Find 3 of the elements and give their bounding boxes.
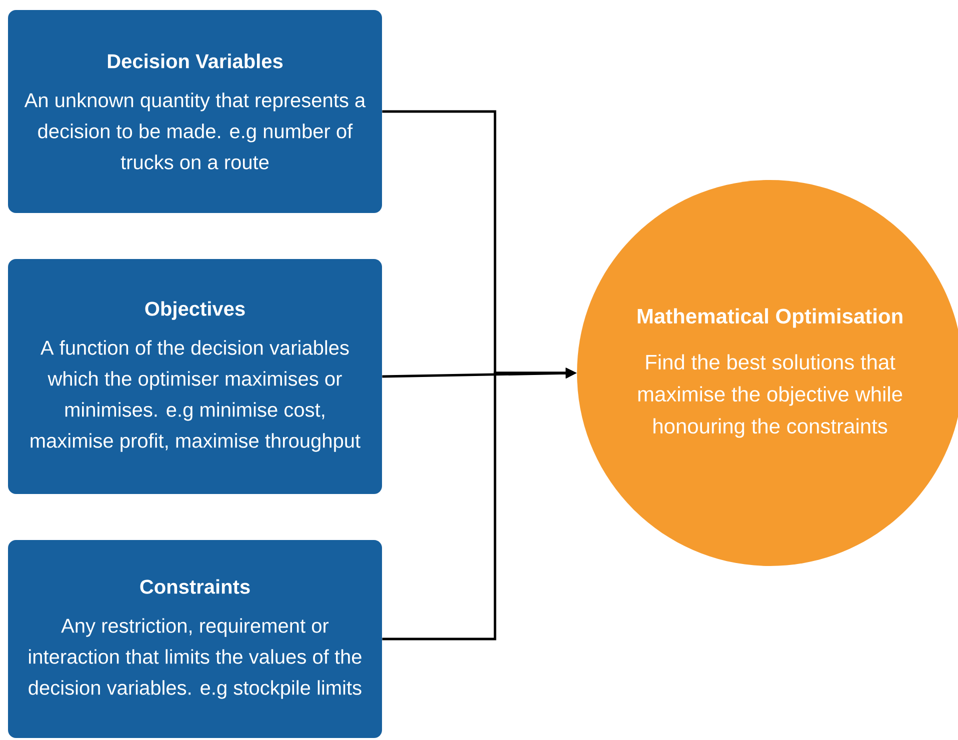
process-box: Objectives A function of the decision variables which the optimiser maximises or minimises. e.g minimise cost, maximise profit, maximise throughput — [8, 259, 382, 494]
process-box: Constraints Any restriction, requirement or interaction that limits the values of the decision variables. e.g stockpile limits — [8, 540, 382, 738]
process-box: Decision Variables An unknown quantity that represents a decision to be made. e.g number of trucks on a route — [8, 10, 382, 213]
